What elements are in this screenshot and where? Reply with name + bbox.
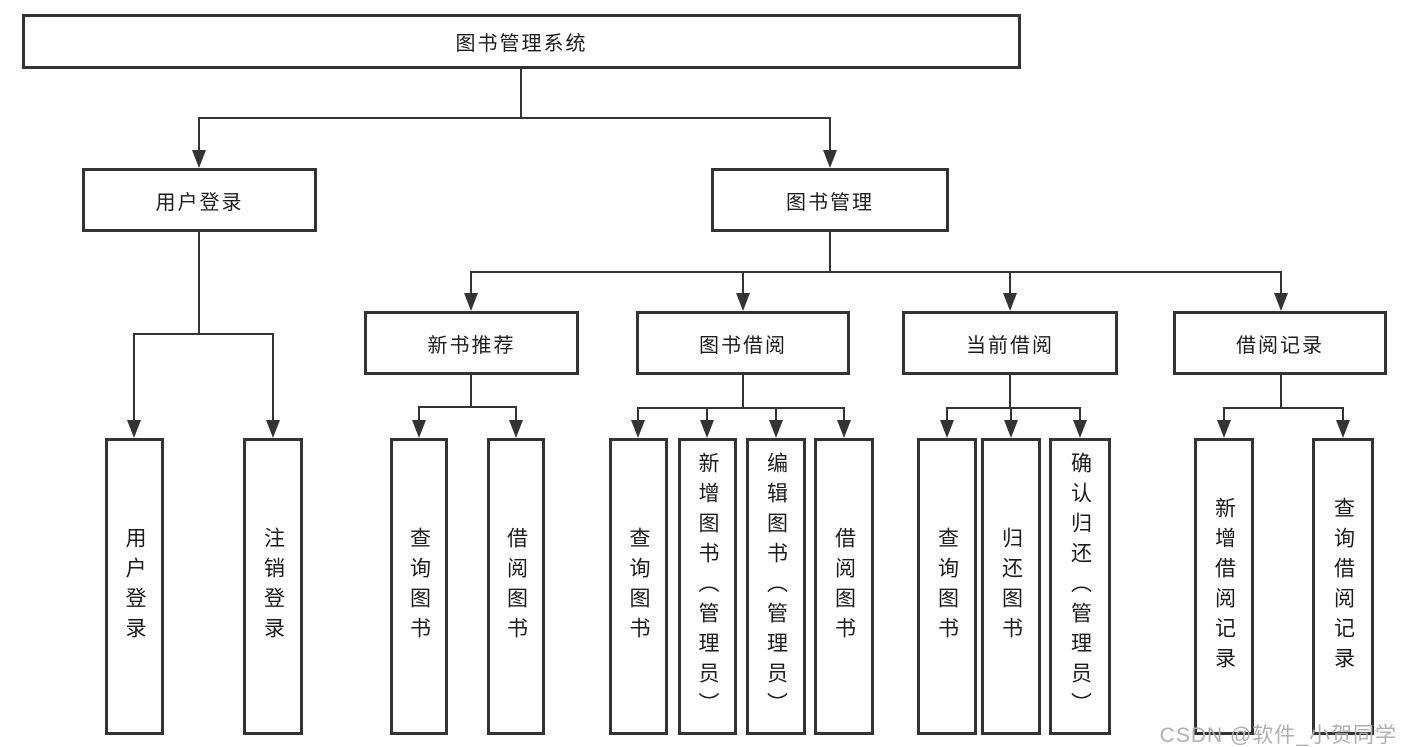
leaf-label: 查询图书 [407, 526, 431, 647]
leaf-label: 查询图书 [627, 526, 650, 647]
leaf-logout: 注销登录 [243, 438, 303, 735]
leaf-query-books-borrow: 查询图书 [609, 438, 668, 735]
arrow-down-icon [1004, 420, 1018, 438]
connector-vline [1079, 407, 1081, 422]
connector-vline [1223, 407, 1225, 422]
arrow-down-icon [1003, 293, 1017, 311]
connector-vline [470, 375, 472, 408]
node-new-book-recommend: 新书推荐 [364, 311, 579, 375]
leaf-label: 归还图书 [999, 526, 1023, 647]
node-user-login: 用户登录 [82, 168, 317, 232]
connector-vline [775, 407, 777, 422]
leaf-query-borrow-record: 查询借阅记录 [1312, 438, 1374, 735]
connector-vline [198, 117, 200, 152]
connector-vline [520, 69, 522, 119]
connector-vline [742, 271, 744, 295]
arrow-down-icon [127, 420, 141, 438]
arrow-down-icon [412, 420, 426, 438]
leaf-return-book: 归还图书 [981, 438, 1041, 735]
node-label: 借阅记录 [1236, 334, 1324, 357]
node-borrow-records: 借阅记录 [1173, 311, 1387, 375]
connector-vline [1010, 407, 1012, 422]
arrow-down-icon [940, 420, 954, 438]
node-library-system-root: 图书管理系统 [22, 14, 1021, 69]
node-label: 图书管理系统 [455, 33, 588, 55]
arrow-down-icon [837, 420, 851, 438]
leaf-borrow-books-recommend: 借阅图书 [487, 438, 545, 735]
node-current-borrowing: 当前借阅 [902, 311, 1118, 375]
leaf-label: 新增借阅记录 [1212, 496, 1236, 677]
leaf-add-borrow-record: 新增借阅记录 [1194, 438, 1254, 735]
connector-vline [637, 407, 639, 422]
connector-vline [470, 271, 472, 295]
connector-hline [470, 271, 1282, 273]
leaf-borrow-books: 借阅图书 [814, 438, 874, 735]
leaf-label: 借阅图书 [832, 526, 856, 647]
connector-vline [418, 406, 420, 422]
connector-vline [742, 375, 744, 409]
connector-vline [1009, 271, 1011, 295]
node-label: 图书管理 [786, 191, 874, 214]
node-label: 用户登录 [155, 191, 244, 214]
node-book-borrowing: 图书借阅 [636, 311, 850, 375]
arrow-down-icon [823, 150, 837, 168]
leaf-label: 查询图书 [935, 526, 959, 647]
connector-hline [637, 407, 845, 409]
leaf-add-book-admin: 新增图书（管理员） [678, 438, 737, 735]
leaf-query-books-current: 查询图书 [917, 438, 977, 735]
leaf-label: 新增图书（管理员） [696, 451, 719, 722]
arrow-down-icon [464, 293, 478, 311]
leaf-label: 用户登录 [123, 526, 146, 647]
node-label: 新书推荐 [427, 334, 516, 357]
arrow-down-icon [1073, 420, 1087, 438]
leaf-label: 编辑图书（管理员） [764, 451, 788, 722]
node-label: 当前借阅 [966, 334, 1054, 357]
arrow-down-icon [700, 420, 714, 438]
connector-vline [1342, 407, 1344, 422]
leaf-edit-book-admin: 编辑图书（管理员） [746, 438, 806, 735]
node-label: 图书借阅 [699, 334, 787, 357]
node-book-management: 图书管理 [711, 168, 949, 232]
leaf-label: 查询借阅记录 [1331, 496, 1355, 677]
arrow-down-icon [631, 420, 645, 438]
connector-vline [706, 407, 708, 422]
connector-vline [272, 333, 274, 422]
connector-hline [198, 117, 831, 119]
arrow-down-icon [769, 420, 783, 438]
connector-vline [198, 232, 200, 335]
csdn-watermark: CSDN @软件_小贺同学 [1159, 724, 1397, 747]
leaf-user-login: 用户登录 [105, 438, 164, 735]
arrow-down-icon [192, 150, 206, 168]
connector-hline [133, 333, 274, 335]
arrow-down-icon [736, 293, 750, 311]
connector-vline [843, 407, 845, 422]
connector-vline [1280, 375, 1282, 409]
arrow-down-icon [266, 420, 280, 438]
connector-hline [1223, 407, 1344, 409]
connector-vline [515, 406, 517, 422]
arrow-down-icon [509, 420, 523, 438]
arrow-down-icon [1336, 420, 1350, 438]
connector-vline [946, 407, 948, 422]
leaf-label: 注销登录 [261, 526, 285, 647]
leaf-label: 确认归还（管理员） [1068, 451, 1092, 722]
connector-vline [1280, 271, 1282, 295]
connector-vline [133, 333, 135, 422]
connector-vline [1009, 375, 1011, 409]
connector-vline [829, 117, 831, 152]
arrow-down-icon [1217, 420, 1231, 438]
leaf-label: 借阅图书 [504, 526, 528, 647]
connector-vline [829, 232, 831, 273]
leaf-confirm-return-admin: 确认归还（管理员） [1049, 438, 1111, 735]
connector-hline [946, 407, 1081, 409]
arrow-down-icon [1274, 293, 1288, 311]
leaf-query-books-recommend: 查询图书 [390, 438, 448, 735]
connector-hline [418, 406, 517, 408]
